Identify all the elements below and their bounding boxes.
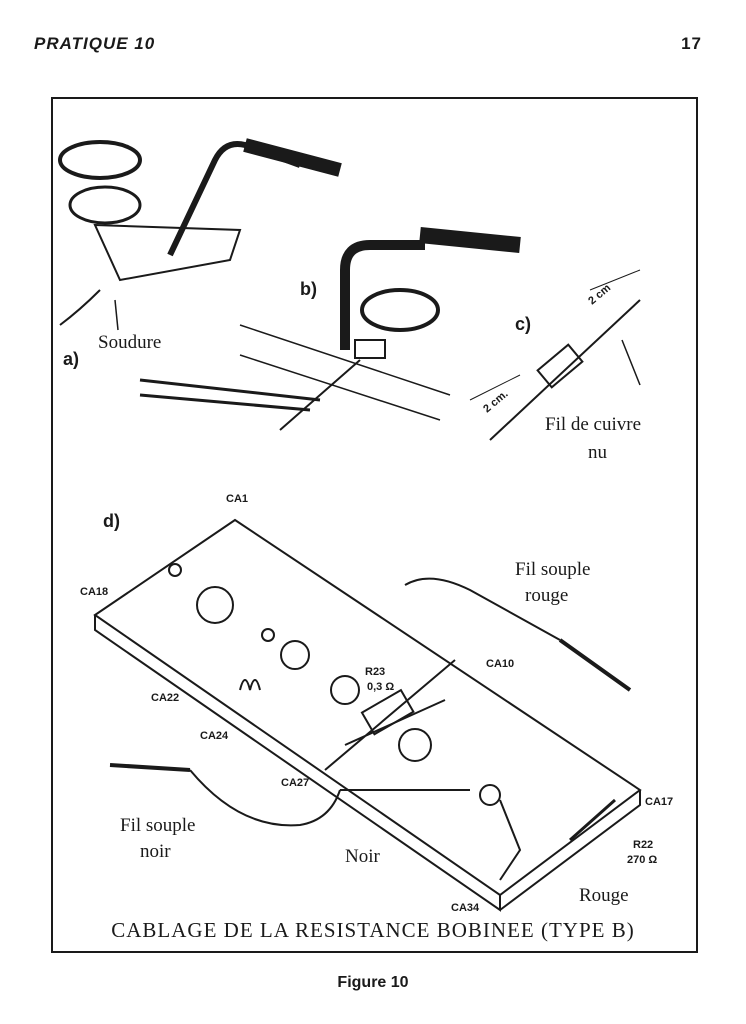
panel-b-letter: b) bbox=[300, 279, 317, 299]
terminal-ca27: CA27 bbox=[281, 777, 309, 789]
r23-value: 0,3 Ω bbox=[367, 681, 394, 693]
black-wire-label-2: noir bbox=[140, 841, 171, 862]
figure-caption: CABLAGE DE LA RESISTANCE BOBINEE (TYPE B… bbox=[111, 918, 635, 942]
soldering-iron-a bbox=[58, 138, 342, 331]
r22-value: 270 Ω bbox=[627, 854, 657, 866]
terminal-ca17: CA17 bbox=[645, 796, 673, 808]
panel-a-letter: a) bbox=[63, 349, 79, 369]
terminal-ca34: CA34 bbox=[451, 902, 480, 914]
r22-name: R22 bbox=[633, 839, 653, 851]
red-wire-label: Fil souple bbox=[515, 559, 590, 580]
terminal-ca24: CA24 bbox=[200, 730, 229, 742]
rouge-label: Rouge bbox=[579, 885, 629, 906]
soudure-label: Soudure bbox=[98, 332, 161, 353]
panel-d-letter: d) bbox=[103, 511, 120, 531]
terminal-ca18: CA18 bbox=[80, 586, 108, 598]
r23-name: R23 bbox=[365, 666, 385, 678]
figure-frame bbox=[51, 97, 698, 953]
red-wire-label-2: rouge bbox=[525, 585, 568, 606]
noir-label: Noir bbox=[345, 846, 381, 867]
section-title: PRATIQUE 10 bbox=[34, 34, 156, 53]
figure-number: Figure 10 bbox=[337, 974, 409, 991]
resistor-c bbox=[469, 269, 641, 441]
dim-top-label: 2 cm bbox=[586, 282, 613, 307]
black-wire-label: Fil souple bbox=[120, 815, 195, 836]
panel-c-letter: c) bbox=[515, 314, 531, 334]
terminal-ca10: CA10 bbox=[486, 658, 514, 670]
soldering-iron-b bbox=[139, 227, 521, 431]
page-number: 17 bbox=[681, 34, 702, 53]
terminal-ca22: CA22 bbox=[151, 692, 179, 704]
terminal-board bbox=[93, 518, 642, 912]
fil-cuivre-label: Fil de cuivre bbox=[545, 414, 641, 435]
terminal-ca1: CA1 bbox=[226, 493, 248, 505]
fil-cuivre-label-2: nu bbox=[588, 442, 608, 463]
